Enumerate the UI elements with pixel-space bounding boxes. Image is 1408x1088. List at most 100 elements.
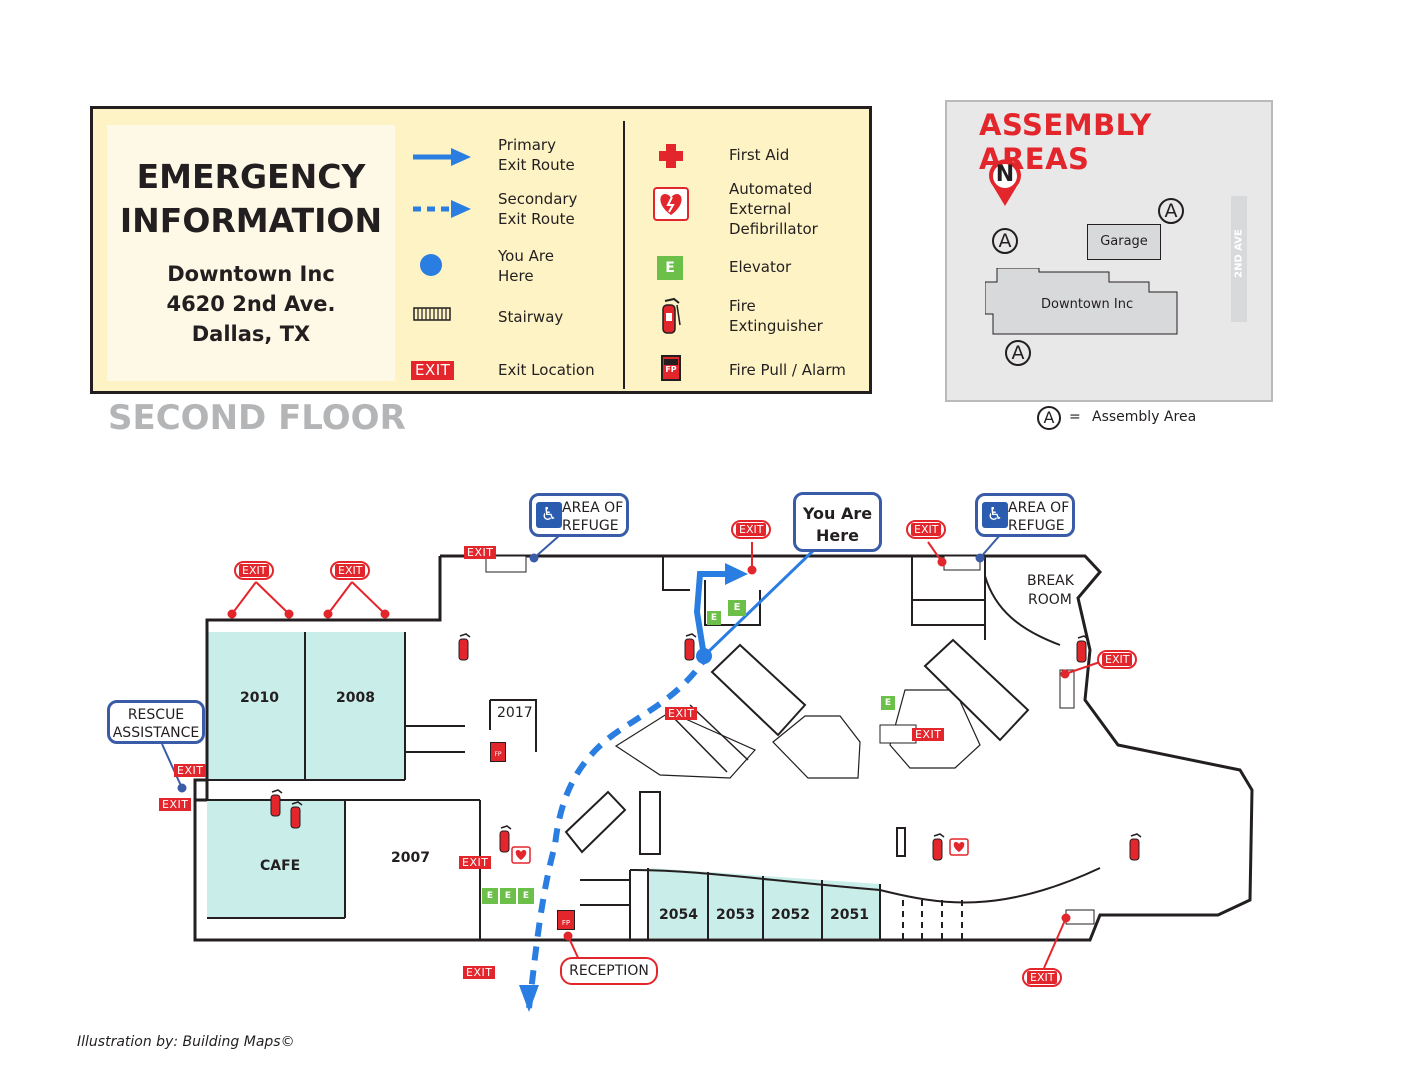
exit-sign-west-lower: EXIT [159, 798, 192, 811]
room-2017-label: 2017 [497, 705, 533, 721]
defibrillator-icon [949, 838, 969, 856]
defibrillator-icon [511, 846, 531, 864]
inner-walls [207, 556, 1101, 940]
legend-secondary-line1: Secondary [498, 190, 578, 208]
accessibility-icon: ♿ [536, 502, 562, 528]
legend-divider [623, 121, 625, 389]
diag-stair [669, 704, 749, 773]
area-of-refuge-east-line2: REFUGE [1008, 518, 1065, 534]
room-cafe-label: CAFE [260, 858, 301, 874]
exit-leaders [227, 541, 1101, 969]
area-of-refuge-callout-east: ♿ AREA OF REFUGE [975, 493, 1075, 537]
you-are-here-callout-line2: Here [816, 526, 859, 545]
legend-primary-line1: Primary [498, 136, 556, 154]
assembly-areas-panel: ASSEMBLY AREAS N Downtown Inc Garage 2ND… [945, 100, 1273, 402]
fire-extinguisher-icon [458, 633, 471, 661]
legend-elevator: Elevator [729, 258, 792, 276]
break-room-line1: BREAK [1027, 573, 1074, 589]
exit-pin-label: EXIT [239, 564, 270, 577]
fire-extinguisher-icon [932, 833, 945, 861]
legend-first-aid: First Aid [729, 146, 790, 164]
elevator-bank-1: E [482, 888, 498, 904]
legend-aed-line1: Automated [729, 180, 813, 198]
exit-pin-north-east: EXIT [906, 520, 947, 539]
exit-pin-label: EXIT [335, 564, 366, 577]
assembly-marker-west: A [992, 228, 1018, 254]
assembly-key-equals: = [1069, 409, 1081, 425]
you-are-here-callout: You Are Here [793, 492, 882, 552]
area-of-refuge-east-line1: AREA OF [1008, 500, 1070, 516]
exit-pin-label: EXIT [1027, 971, 1058, 984]
area-of-refuge-callout-west: ♿ AREA OF REFUGE [529, 493, 629, 537]
fire-extinguisher-icon [1129, 833, 1142, 861]
primary-route-arrowhead [725, 563, 748, 585]
assembly-marker-east: A [1158, 198, 1184, 224]
break-room-line2: ROOM [1028, 592, 1072, 608]
legend-extinguisher-line2: Extinguisher [729, 317, 823, 335]
legend-primary-line2: Exit Route [498, 156, 575, 174]
first-aid-cross-icon [659, 144, 683, 168]
legend-stairway: Stairway [498, 308, 564, 326]
fire-pull-icon-label: FP [665, 365, 677, 374]
elevator-atrium: E [881, 696, 895, 710]
secondary-exit-route [526, 658, 707, 1009]
room-2008-label: 2008 [336, 690, 375, 706]
legend-aed-line2: External [729, 200, 792, 218]
legend-exit-location: Exit Location [498, 361, 595, 379]
street-strip: 2ND AVE [1231, 196, 1247, 322]
exit-pin-label: EXIT [736, 523, 767, 536]
garage-label: Garage [1100, 234, 1148, 249]
address-line3: Dallas, TX [191, 322, 311, 346]
defibrillator-icon [653, 187, 689, 221]
primary-exit-route [693, 571, 735, 657]
elevator-bank-2: E [500, 888, 516, 904]
fire-pull-alarm-reception: FP [557, 910, 575, 930]
room-2051-label: 2051 [830, 907, 869, 923]
room-2007-label: 2007 [391, 850, 430, 866]
exit-sign-icon: EXIT [411, 361, 455, 380]
illustration-credit: Illustration by: Building Maps© [77, 1034, 295, 1050]
emergency-info-box: EMERGENCY INFORMATION Downtown Inc 4620 … [107, 125, 395, 381]
stairs [485, 555, 1095, 925]
seating-blocks [564, 638, 1030, 857]
north-label: N [995, 162, 1015, 187]
accessibility-icon: ♿ [982, 502, 1008, 528]
exit-pin-2008: EXIT [330, 561, 371, 580]
exit-sign-north-west: EXIT [464, 546, 497, 559]
address-line2: 4620 2nd Ave. [166, 292, 336, 316]
exit-pin-east: EXIT [1097, 650, 1138, 669]
legend-extinguisher-line1: Fire [729, 297, 756, 315]
legend-title-line2: INFORMATION [119, 201, 383, 240]
fire-extinguisher-icon [1076, 635, 1089, 663]
callout-leaders [161, 534, 1001, 793]
exit-sign-south: EXIT [463, 966, 496, 979]
legend-you-line2: Here [498, 267, 534, 285]
room-cafe-fill [207, 800, 345, 918]
legend-you-line1: You Are [498, 247, 554, 265]
exit-pin-2010: EXIT [234, 561, 275, 580]
emergency-legend-panel: EMERGENCY INFORMATION Downtown Inc 4620 … [90, 106, 872, 394]
room-2010-label: 2010 [240, 690, 279, 706]
rescue-assistance-line1: RESCUE [127, 707, 185, 723]
you-are-here-leader [702, 546, 818, 658]
fire-extinguisher-icon [270, 789, 283, 817]
room-2054-label: 2054 [659, 907, 698, 923]
fire-extinguisher-icon [684, 633, 697, 661]
rescue-assistance-callout: RESCUE ASSISTANCE [107, 700, 205, 744]
fire-extinguisher-icon [290, 801, 303, 829]
exit-sign-atrium-east: EXIT [912, 728, 945, 741]
room-2008-fill [305, 632, 405, 780]
assembly-building-label: Downtown Inc [1041, 297, 1134, 312]
assembly-marker-south: A [1005, 340, 1031, 366]
reception-label: RECEPTION [569, 963, 649, 979]
assembly-key-label: Assembly Area [1092, 409, 1197, 425]
legend-secondary-line2: Exit Route [498, 210, 575, 228]
elevator-north-1: E [728, 600, 746, 616]
elevator-icon: E [657, 256, 683, 280]
address-line1: Downtown Inc [167, 262, 335, 286]
room-2052-label: 2052 [771, 907, 810, 923]
floor-label: SECOND FLOOR [108, 398, 406, 438]
legend-title-line1: EMERGENCY [136, 157, 366, 196]
north-pin-icon [989, 159, 1021, 206]
